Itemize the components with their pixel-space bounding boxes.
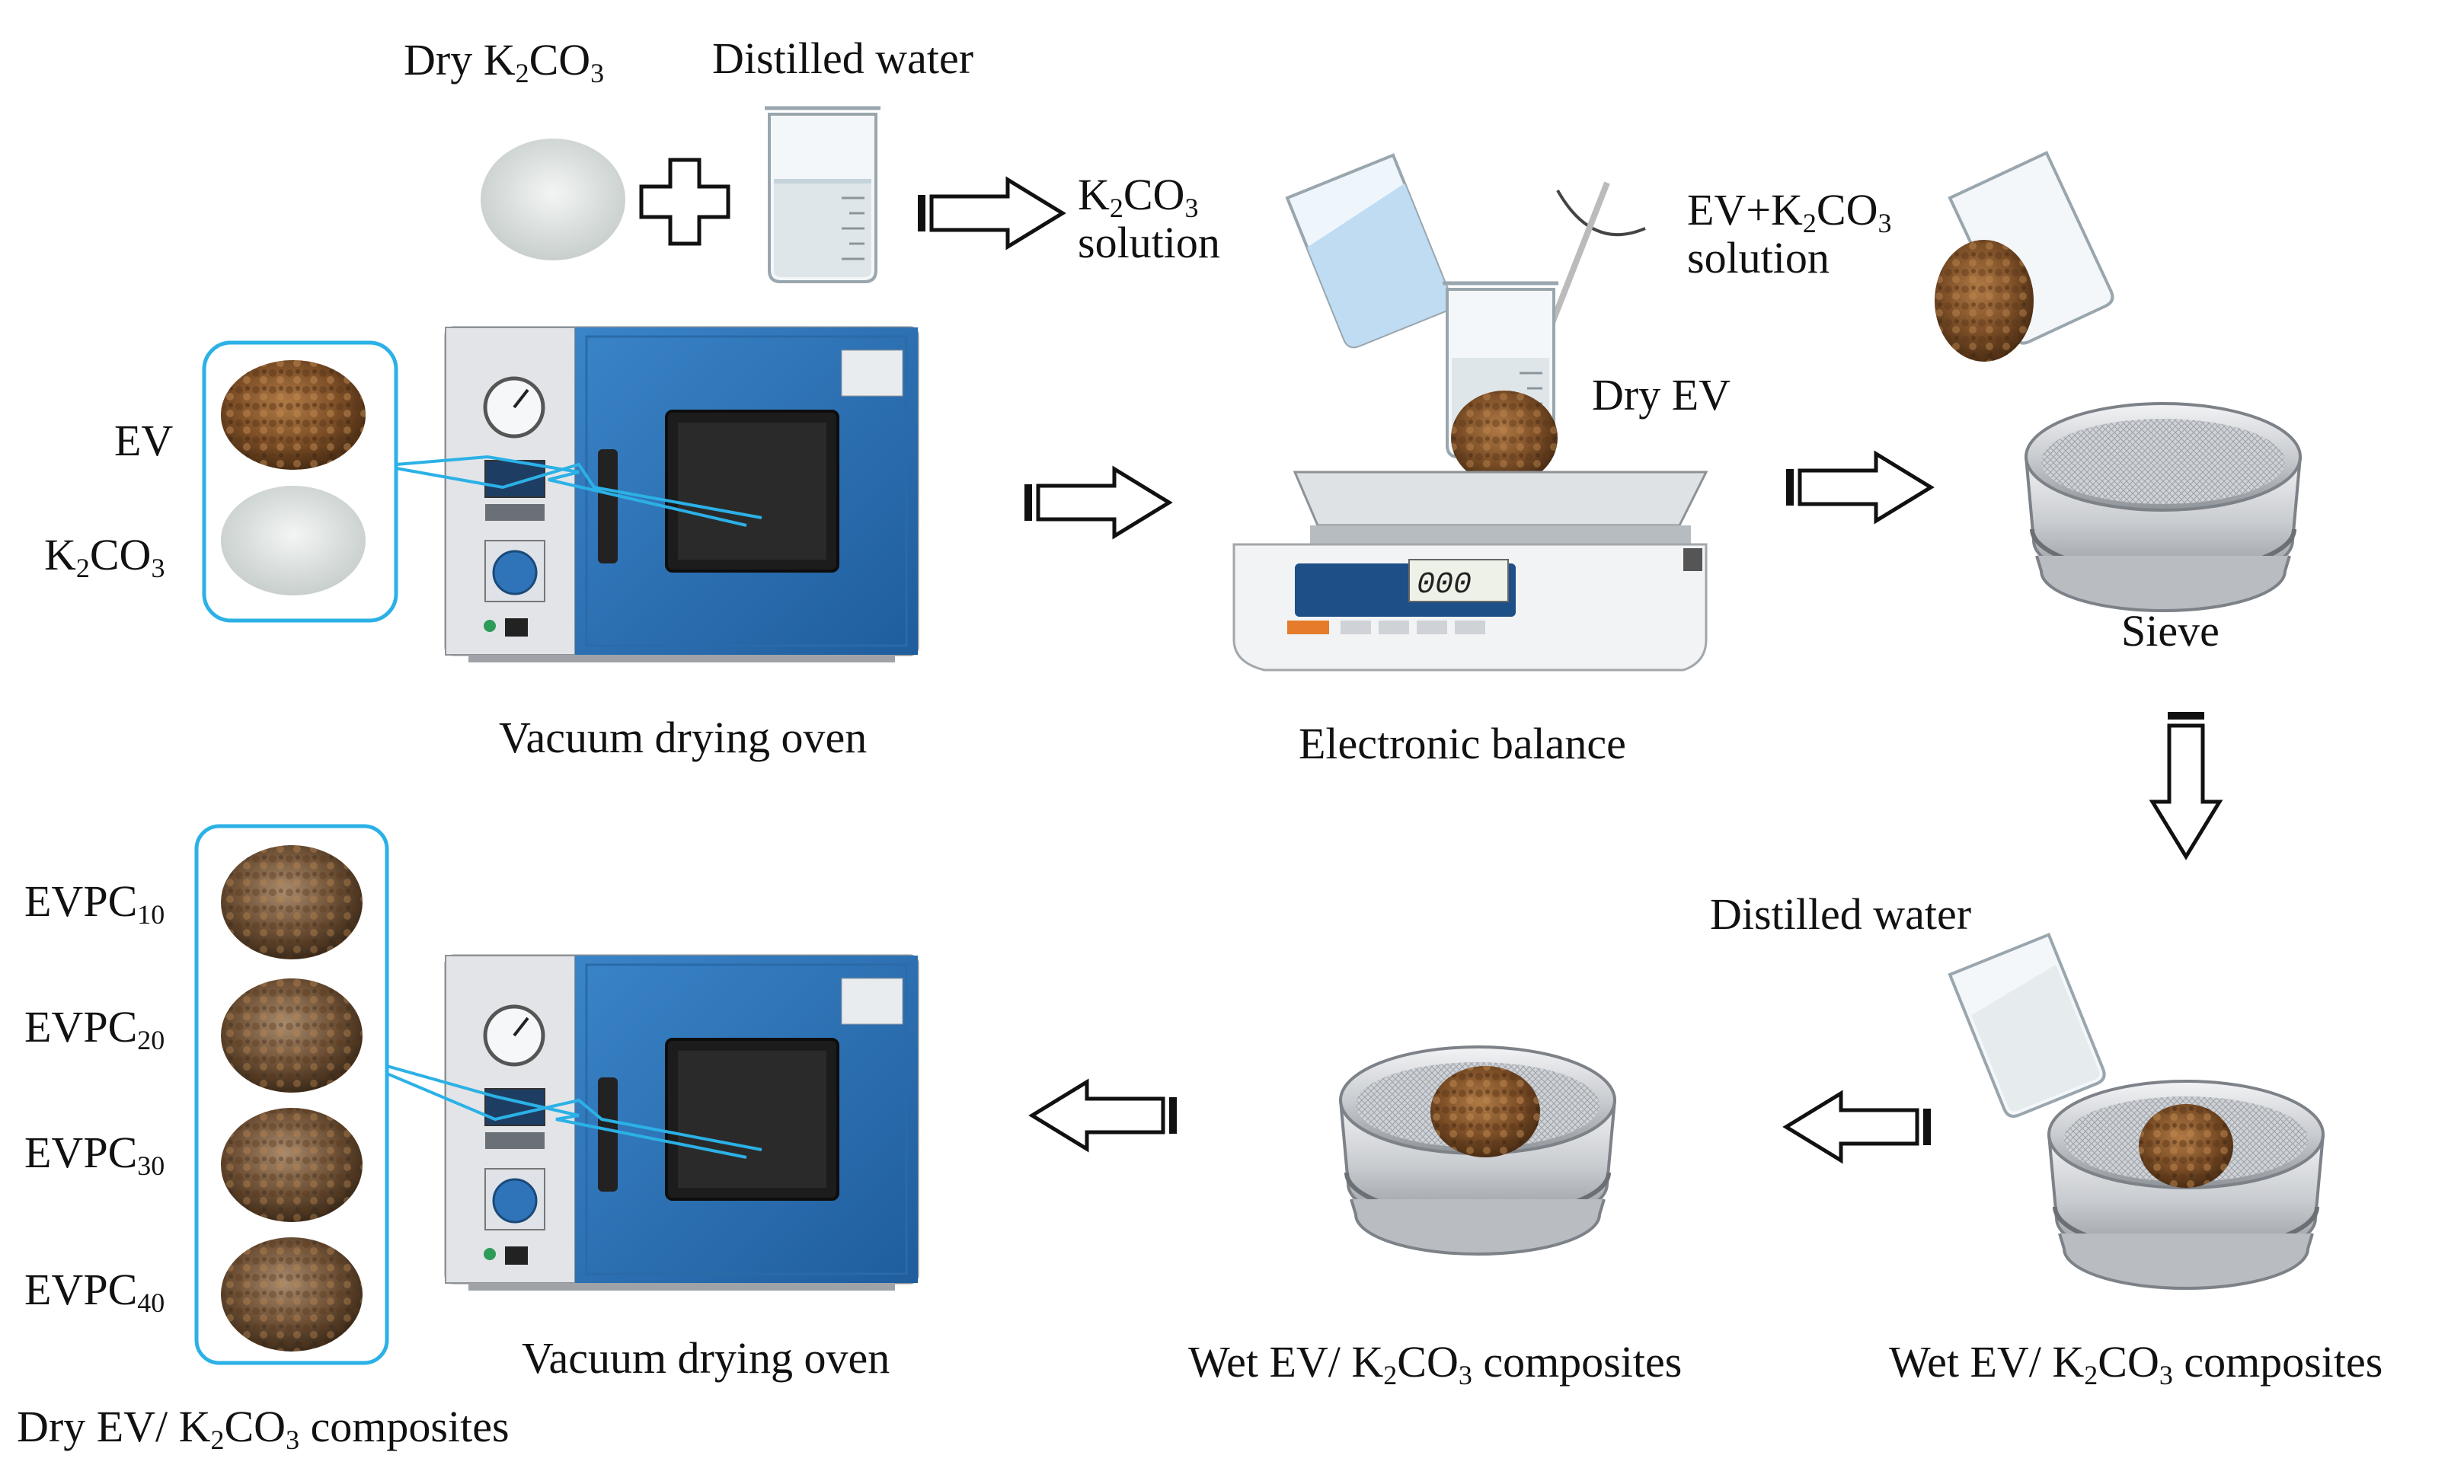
evpc-samples (221, 845, 363, 1352)
label-distilled-water-bottom: Distilled water (1710, 889, 1972, 939)
arrow-sieve-down (2152, 712, 2220, 857)
arrow-middle-to-oven (1032, 1082, 1177, 1149)
label-k2co3-solution: K2CO3 solution (1078, 170, 1220, 267)
label-dry-ev: Dry EV (1592, 370, 1731, 420)
label-wet-composites-right: Wet EV/ K2CO3 composites (1889, 1337, 2383, 1391)
k2co3-sample-image (221, 486, 366, 595)
connector-lines-top (395, 455, 762, 527)
label-ev-k2co3-solution: EV+K2CO3 solution (1687, 185, 1892, 282)
label-evpc20: EVPC20 (24, 1002, 165, 1056)
sample-frame-top (202, 340, 398, 623)
connector-lines-bottom (386, 1064, 762, 1159)
label-evpc10: EVPC10 (24, 876, 165, 930)
arrow-right-to-middle (1786, 1093, 1931, 1160)
arrow-balance-to-sieve (1786, 454, 1931, 521)
label-dry-composites: Dry EV/ K2CO3 composites (17, 1402, 510, 1456)
label-k2co3-left: K2CO3 (44, 530, 165, 584)
distilled-water-beaker (765, 108, 880, 282)
label-distilled-water-top: Distilled water (712, 34, 974, 83)
label-wet-composites-middle: Wet EV/ K2CO3 composites (1188, 1337, 1683, 1391)
vacuum-drying-oven-bottom (446, 956, 918, 1291)
electronic-balance (1232, 471, 1708, 672)
label-sieve: Sieve (2121, 606, 2220, 656)
label-vacuum-oven-top: Vacuum drying oven (499, 713, 868, 762)
sample-frame-bottom (194, 824, 389, 1365)
arrow-oven-to-balance (1024, 469, 1169, 536)
water-pouring-beaker (1948, 932, 2106, 1119)
label-vacuum-oven-bottom: Vacuum drying oven (522, 1333, 890, 1383)
label-dry-k2co3: Dry K2CO3 (404, 35, 605, 89)
stirring-rod (1556, 190, 1646, 237)
label-electronic-balance: Electronic balance (1299, 719, 1626, 768)
arrow-to-solution (918, 180, 1063, 247)
balance-display: 000 (1417, 568, 1472, 602)
label-ev: EV (114, 416, 174, 465)
label-evpc30: EVPC30 (24, 1128, 165, 1182)
pouring-solution-beaker (1285, 153, 1453, 349)
plus-sign-icon (639, 158, 730, 246)
label-evpc40: EVPC40 (24, 1265, 165, 1319)
k2co3-powder-image (481, 139, 625, 260)
vacuum-drying-oven-top (446, 327, 918, 662)
sieve-top (2026, 404, 2300, 611)
